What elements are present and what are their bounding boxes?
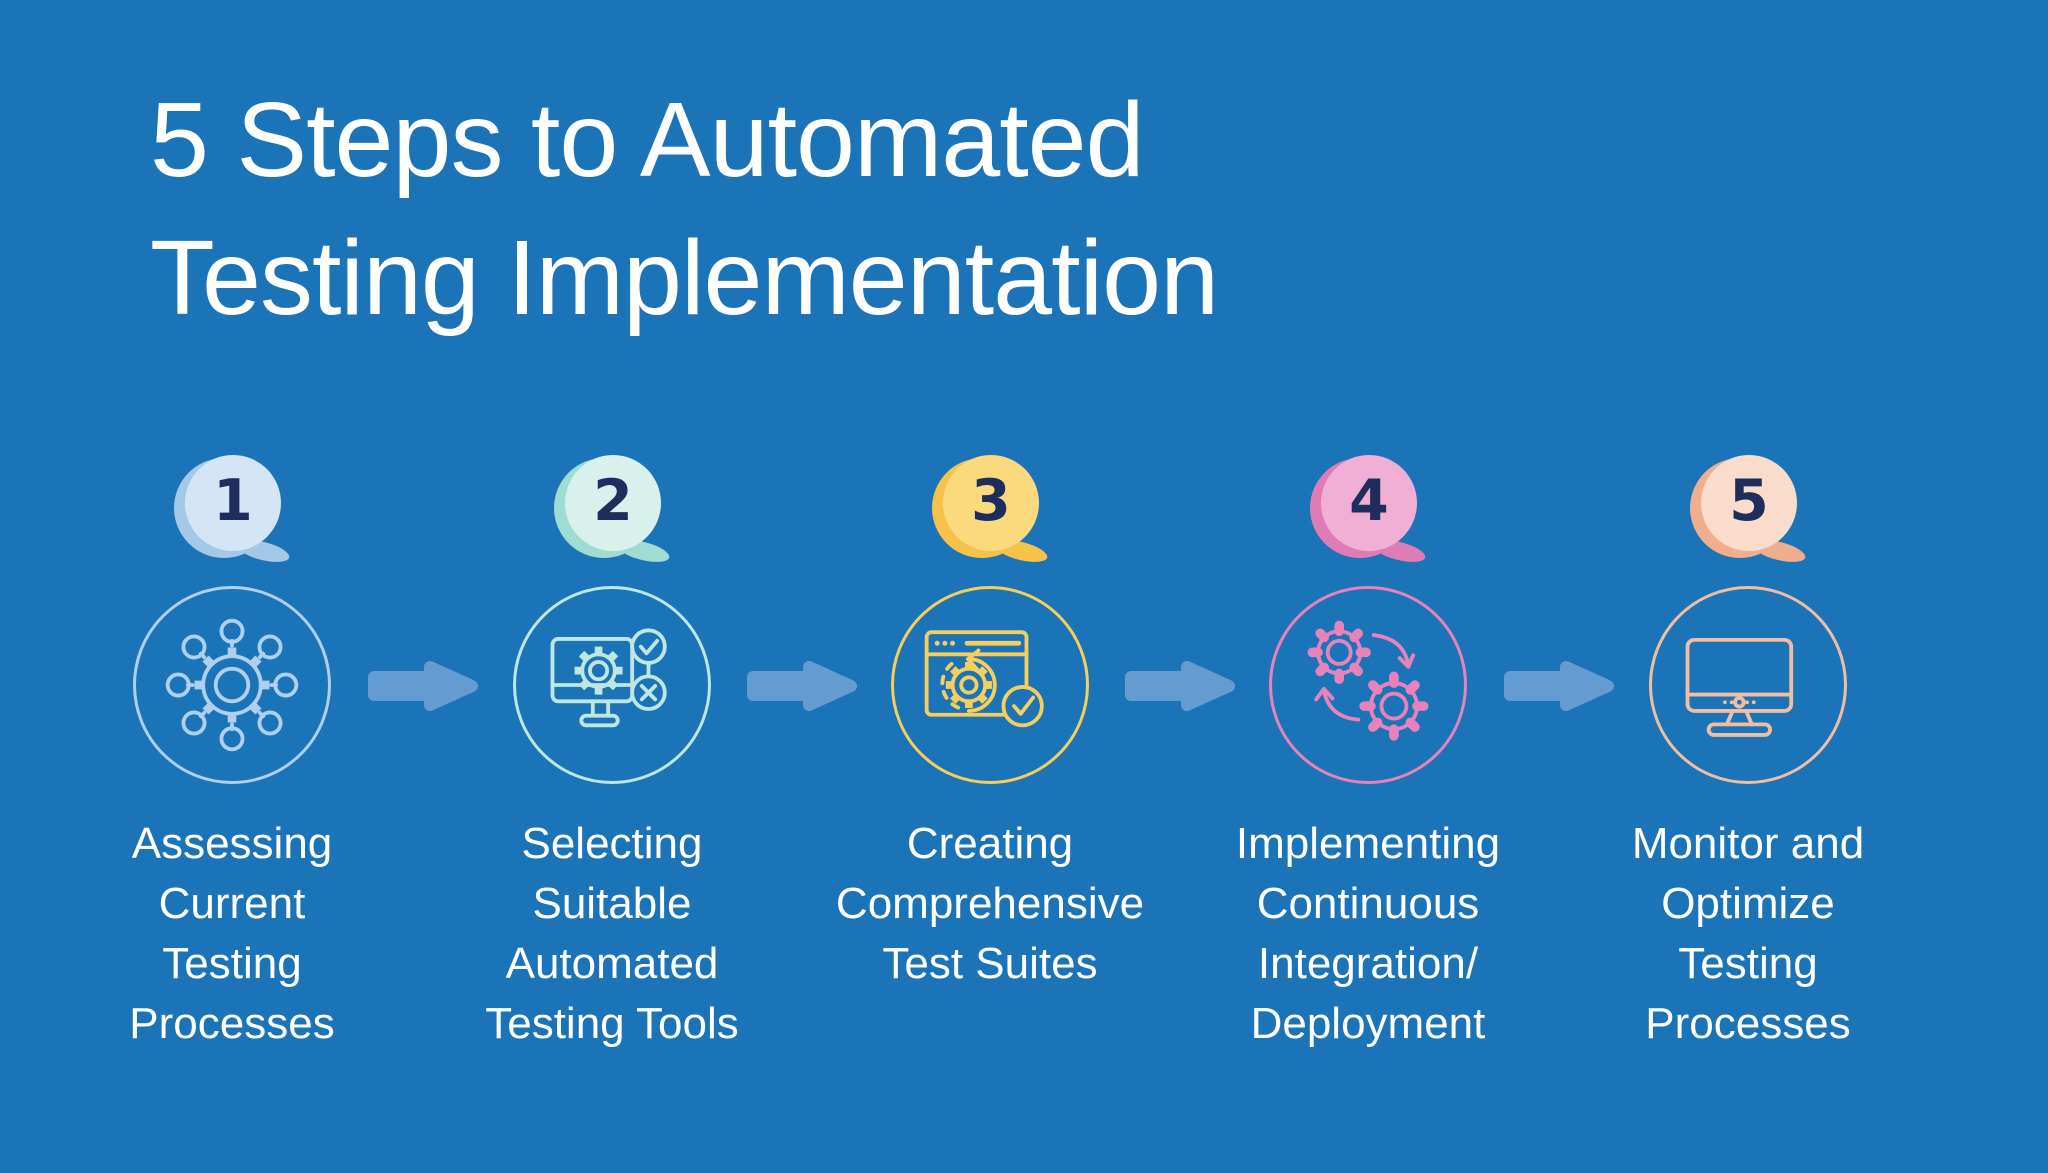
step-icon-circle [1269, 586, 1467, 784]
step-label: Assessing Current Testing Processes [129, 819, 335, 1048]
step-number-badge: 5 [1683, 448, 1813, 566]
step-icon-circle [133, 586, 331, 784]
gears-sync-cycle-icon [1307, 620, 1429, 741]
monitor-gear-check-cross-icon [550, 628, 667, 728]
desktop-monitor-icon [1685, 637, 1794, 737]
step-2: 2 Selecting Suitable Automated Testing T… [442, 448, 782, 1054]
step-icon-circle [891, 586, 1089, 784]
network-hub-gear-icon [165, 618, 299, 752]
step-number: 5 [1729, 468, 1769, 534]
step-label: Implementing Continuous Integration/ Dep… [1235, 819, 1501, 1048]
arrow-right-icon [1115, 658, 1243, 714]
step-label: Monitor and Optimize Testing Processes [1631, 819, 1865, 1048]
step-icon-circle [1649, 586, 1847, 784]
badge-bubble [1310, 455, 1426, 562]
badge-bubble [1690, 455, 1806, 562]
arrow-right-icon [737, 658, 865, 714]
step-4: 4 Implementing Continuous Integration/ D… [1198, 448, 1538, 1054]
browser-gear-refresh-check-icon [924, 630, 1044, 728]
step-icon-circle [513, 586, 711, 784]
badge-bubble [932, 455, 1048, 562]
step-number: 4 [1349, 468, 1389, 534]
step-number-badge: 4 [1303, 448, 1433, 566]
step-number: 2 [593, 468, 633, 534]
page-title: 5 Steps to Automated Testing Implementat… [150, 81, 1219, 337]
badge-bubble [174, 455, 290, 562]
step-number-badge: 3 [925, 448, 1055, 566]
arrow-right-icon [358, 658, 486, 714]
arrow-right-icon [1494, 658, 1622, 714]
step-number: 1 [213, 468, 253, 534]
step-1: 1 Assessing Current Testing Processes [62, 448, 402, 1054]
step-label: Creating Comprehensive Test Suites [835, 819, 1145, 988]
step-number-badge: 1 [167, 448, 297, 566]
step-number-badge: 2 [547, 448, 677, 566]
step-number: 3 [971, 468, 1011, 534]
step-5: 5 Monitor and Optimize Testing Processes [1578, 448, 1918, 1054]
badge-bubble [554, 455, 670, 562]
step-3: 3 Creating Comprehensive Test Suites [820, 448, 1160, 994]
step-label: Selecting Suitable Automated Testing Too… [485, 819, 739, 1048]
